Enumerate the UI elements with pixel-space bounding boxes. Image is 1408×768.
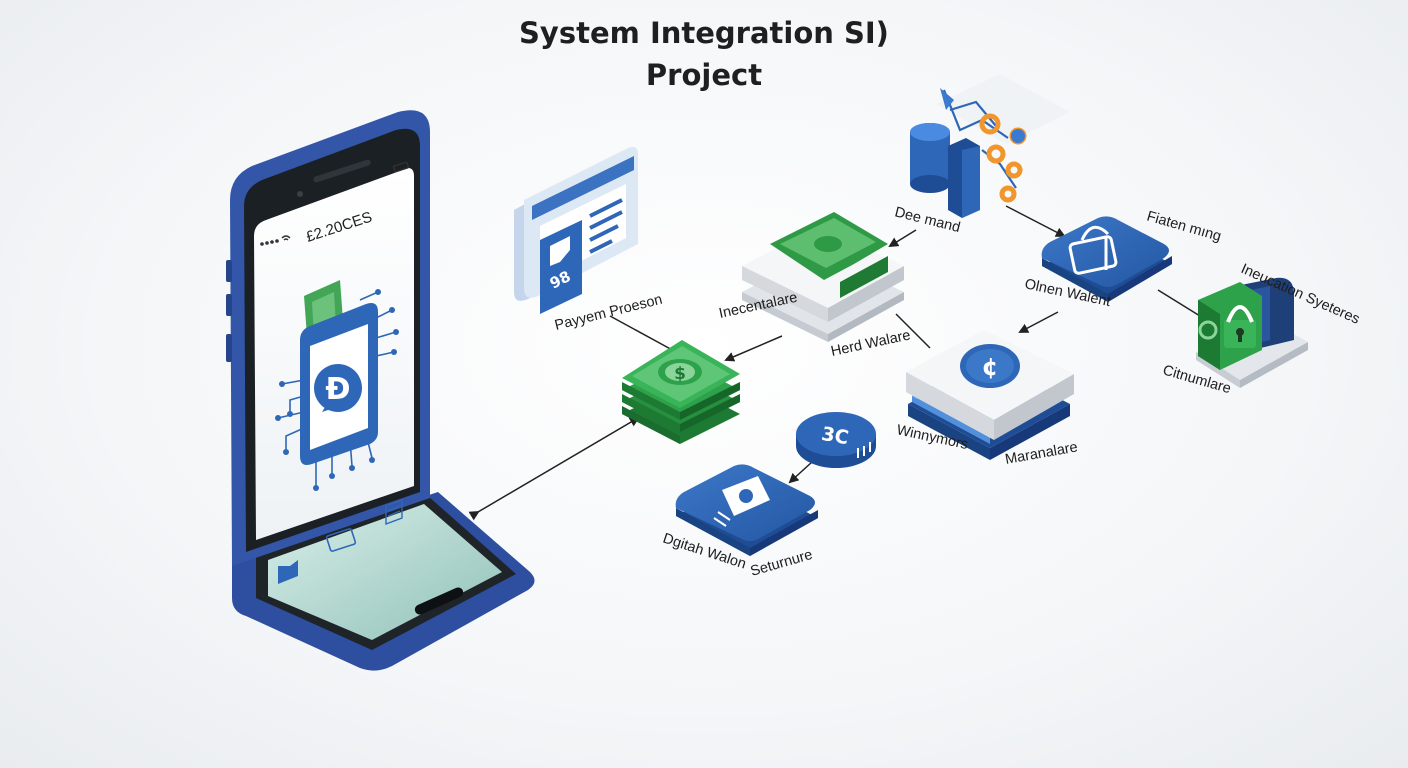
- browser-text-lines: [589, 198, 623, 254]
- wifi-icon: [281, 235, 291, 241]
- node-data-hub[interactable]: [910, 74, 1070, 218]
- arrow-mining-to-exchange: [1018, 311, 1059, 333]
- node-token-3c[interactable]: 3C: [796, 412, 876, 468]
- label-foundation-mining: Fiaten mıng: [1145, 208, 1223, 244]
- padlock-tile-icon: [1068, 225, 1118, 275]
- arrow-payment-to-dollar: [609, 315, 677, 353]
- front-camera-icon: [297, 191, 303, 197]
- node-cash-tray[interactable]: [742, 212, 904, 342]
- title-line-1: System Integration SI): [519, 16, 889, 50]
- signal-dots-icon: [260, 239, 279, 246]
- token-ridges: [857, 442, 871, 458]
- node-exchange-disc[interactable]: ¢: [906, 330, 1074, 460]
- arrow-datahub-to-mining: [1005, 205, 1066, 237]
- arrow-hardwallet-to-exchange: [895, 313, 931, 349]
- speaker-grille: [313, 159, 371, 183]
- connector-arrows: [468, 205, 1201, 521]
- arrow-phone-to-dollar: [468, 416, 640, 521]
- phone-circuit-nodes: [275, 289, 399, 491]
- node-foundation-mining[interactable]: [1041, 216, 1172, 302]
- node-innovation-systems[interactable]: [1196, 277, 1308, 388]
- mail-icon: [550, 236, 570, 266]
- title-line-2: Project: [645, 58, 763, 92]
- node-payment-processor[interactable]: 98: [514, 146, 638, 314]
- dollar-glyph: $: [674, 364, 686, 384]
- phone-base-screen: [268, 504, 502, 640]
- volume-down-button[interactable]: [226, 294, 232, 316]
- stack-icon[interactable]: [385, 498, 403, 526]
- battery-icon: [393, 161, 409, 173]
- coin-glyph: Đ: [325, 372, 350, 407]
- home-button[interactable]: [413, 586, 465, 616]
- arrow-token-to-digital: [788, 461, 813, 484]
- diagram-title: System Integration SI) Project: [0, 12, 1408, 96]
- node-digital-wallet[interactable]: [675, 464, 818, 556]
- exchange-glyph: ¢: [982, 353, 999, 381]
- card-icon[interactable]: [325, 528, 357, 552]
- smartphone: £2.20CES Đ: [226, 110, 535, 671]
- arrow-mining-to-innovation: [1157, 289, 1201, 317]
- arrow-datahub-to-cash: [888, 229, 917, 248]
- volume-up-button[interactable]: [226, 260, 232, 282]
- power-button[interactable]: [226, 334, 232, 362]
- folder-icon[interactable]: [278, 560, 298, 584]
- coin-chip-icon: Đ: [300, 303, 378, 465]
- node-dollar-stack[interactable]: $: [622, 340, 740, 444]
- label-secure: Seturnure: [749, 547, 815, 580]
- arrow-cash-to-dollar: [724, 335, 783, 362]
- token-glyph: 3C: [820, 423, 851, 449]
- camera-card-icon: [713, 476, 770, 527]
